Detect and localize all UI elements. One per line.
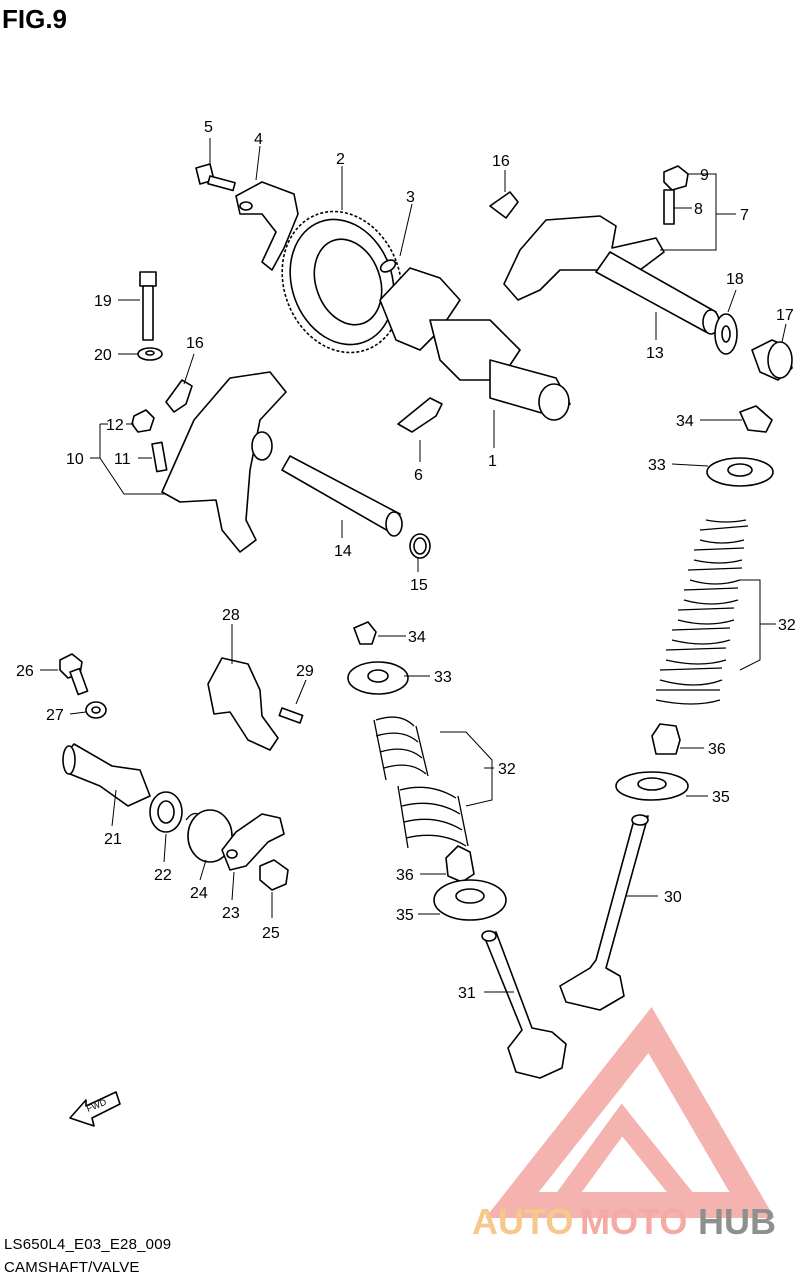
callout-4: 4: [254, 131, 263, 148]
part-bolt-26: [59, 653, 89, 696]
part-valve-31: [481, 930, 567, 1079]
callout-35b: 35: [712, 789, 730, 806]
callout-28: 28: [222, 607, 240, 624]
part-seal-16b: [165, 379, 193, 413]
part-clip-6: [397, 397, 443, 433]
callout-36b: 36: [708, 741, 726, 758]
callout-34a: 34: [408, 629, 426, 646]
callout-13: 13: [646, 345, 664, 362]
callout-33b: 33: [648, 457, 666, 474]
part-plug-17: [751, 339, 793, 381]
part-plate-4: [235, 181, 299, 271]
part-stem-seal-36a: [445, 845, 475, 883]
callout-32b: 32: [778, 617, 796, 634]
part-camshaft-1: [379, 267, 571, 421]
part-seal-16a: [489, 191, 519, 219]
watermark-wordmark: AUTO MOTO HUB: [472, 1201, 776, 1242]
callout-22: 22: [154, 867, 172, 884]
callout-10: 10: [66, 451, 84, 468]
part-shaft-14: [281, 455, 403, 537]
callout-19: 19: [94, 293, 112, 310]
part-oring-15: [409, 533, 431, 559]
part-shaft-21: [62, 743, 151, 807]
callout-3: 3: [406, 189, 415, 206]
part-nut-25: [259, 859, 289, 891]
part-plate-23: [221, 813, 285, 871]
callout-6: 6: [414, 467, 423, 484]
watermark-auto: AUTO: [472, 1201, 573, 1242]
callout-8: 8: [694, 201, 703, 218]
callout-labels: 5 4 2 3 16 9 8 7 18 17 13 19 20 16 12 11…: [16, 119, 796, 1114]
callout-14: 14: [334, 543, 352, 560]
part-washer-20: [137, 347, 163, 361]
callout-24: 24: [190, 885, 208, 902]
part-spring-32b: [655, 519, 749, 705]
callout-17: 17: [776, 307, 794, 324]
callout-20: 20: [94, 347, 112, 364]
part-ring-22: [149, 791, 183, 833]
part-retainer-33a: [347, 661, 409, 695]
part-nut-9: [663, 165, 689, 191]
callout-12: 12: [106, 417, 124, 434]
callout-25: 25: [262, 925, 280, 942]
callout-18: 18: [726, 271, 744, 288]
callout-15: 15: [410, 577, 428, 594]
callout-1: 1: [488, 453, 497, 470]
callout-16a: 16: [492, 153, 510, 170]
part-screw-8: [663, 189, 675, 225]
leader-lines: [40, 138, 787, 993]
watermark-moto: MOTO: [580, 1201, 687, 1242]
callout-31: 31: [458, 985, 476, 1002]
part-spring-seat-35b: [615, 771, 689, 801]
callout-9: 9: [700, 167, 709, 184]
callout-2: 2: [336, 151, 345, 168]
callout-29: 29: [296, 663, 314, 680]
part-valve-30: [559, 814, 649, 1011]
diagram-code: LS650L4_E03_E28_009: [4, 1236, 172, 1253]
diagram-name: CAMSHAFT/VALVE: [4, 1259, 140, 1276]
part-stem-seal-36b: [651, 723, 681, 755]
fwd-arrow-icon: [69, 1091, 121, 1127]
callout-27: 27: [46, 707, 64, 724]
part-bolt-5: [195, 163, 236, 192]
part-bracket-28: [207, 657, 279, 751]
callout-5: 5: [204, 119, 213, 136]
callout-35a: 35: [396, 907, 414, 924]
callout-23: 23: [222, 905, 240, 922]
callout-34b: 34: [676, 413, 694, 430]
callout-26: 26: [16, 663, 34, 680]
part-washer-18: [714, 313, 738, 355]
part-screw-29: [278, 707, 304, 724]
callout-7: 7: [740, 207, 749, 224]
part-cotter-34b: [739, 405, 773, 433]
callout-11: 11: [114, 451, 131, 468]
callout-32a: 32: [498, 761, 516, 778]
callout-33a: 33: [434, 669, 452, 686]
part-shaft-13: [595, 251, 720, 335]
part-spring-32a: [373, 716, 469, 849]
part-washer-27: [85, 701, 107, 719]
part-pin-3: [379, 259, 397, 273]
callout-30: 30: [664, 889, 682, 906]
callout-21: 21: [104, 831, 122, 848]
callout-16b: 16: [186, 335, 204, 352]
watermark-logo: [485, 1006, 775, 1218]
callout-36a: 36: [396, 867, 414, 884]
figure-title: FIG.9: [2, 4, 68, 34]
part-rocker-arm-10: [161, 371, 287, 553]
part-cotter-34a: [353, 621, 377, 645]
part-bolt-19: [139, 271, 157, 341]
part-retainer-33b: [706, 457, 774, 487]
part-rocker-arm-7: [503, 215, 665, 301]
part-spring-seat-35a: [433, 879, 507, 921]
part-nut-12: [131, 409, 155, 433]
part-screw-11: [151, 441, 168, 473]
watermark-hub: HUB: [698, 1201, 776, 1242]
